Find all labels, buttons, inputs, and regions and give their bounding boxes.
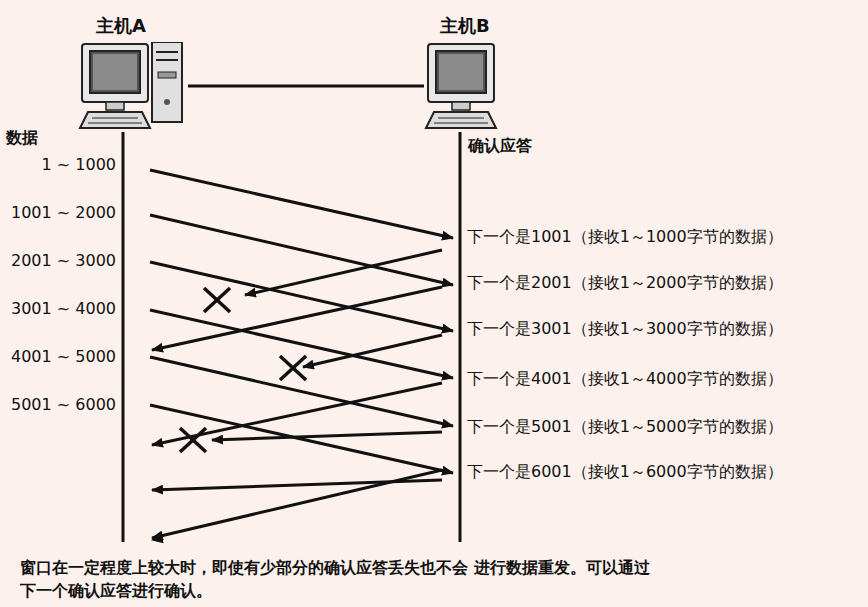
caption: 窗口在一定程度上较大时，即使有少部分的确认应答丢失也不会 进行数据重发。可以通过… <box>20 556 660 602</box>
ack-text: 下一个是3001（接收1～3000字节的数据） <box>467 319 783 338</box>
data-range: 5001 ~ 6000 <box>6 395 116 414</box>
host-b-timeline <box>459 132 462 542</box>
ack-text: 下一个是4001（接收1～4000字节的数据） <box>467 369 783 388</box>
data-range: 1 ~ 1000 <box>6 155 116 174</box>
ack-text: 下一个是6001（接收1～6000字节的数据） <box>467 462 783 481</box>
data-range: 3001 ~ 4000 <box>6 299 116 318</box>
column-heading: 数据 <box>6 128 116 147</box>
ack-text: 下一个是2001（接收1～2000字节的数据） <box>467 273 783 292</box>
host-label: 主机A <box>96 14 188 38</box>
host-computer: 主机B <box>424 14 504 130</box>
lost-mark <box>180 288 306 452</box>
host-label: 主机B <box>440 14 504 38</box>
data-range: 1001 ~ 2000 <box>6 203 116 222</box>
host-computer: 主机A <box>78 14 188 130</box>
data-range: 4001 ~ 5000 <box>6 347 116 366</box>
computer-icon <box>424 42 504 130</box>
column-heading: 确认应答 <box>468 136 532 155</box>
ack-text: 下一个是1001（接收1～1000字节的数据） <box>467 227 783 246</box>
data-range: 2001 ~ 3000 <box>6 251 116 270</box>
ack-segments <box>152 250 442 540</box>
network-link <box>188 85 424 88</box>
ack-text: 下一个是5001（接收1～5000字节的数据） <box>467 417 783 436</box>
host-a-timeline <box>122 132 125 542</box>
ack-segment-last <box>152 470 442 538</box>
computer-icon <box>78 42 188 130</box>
data-segments <box>150 170 453 473</box>
